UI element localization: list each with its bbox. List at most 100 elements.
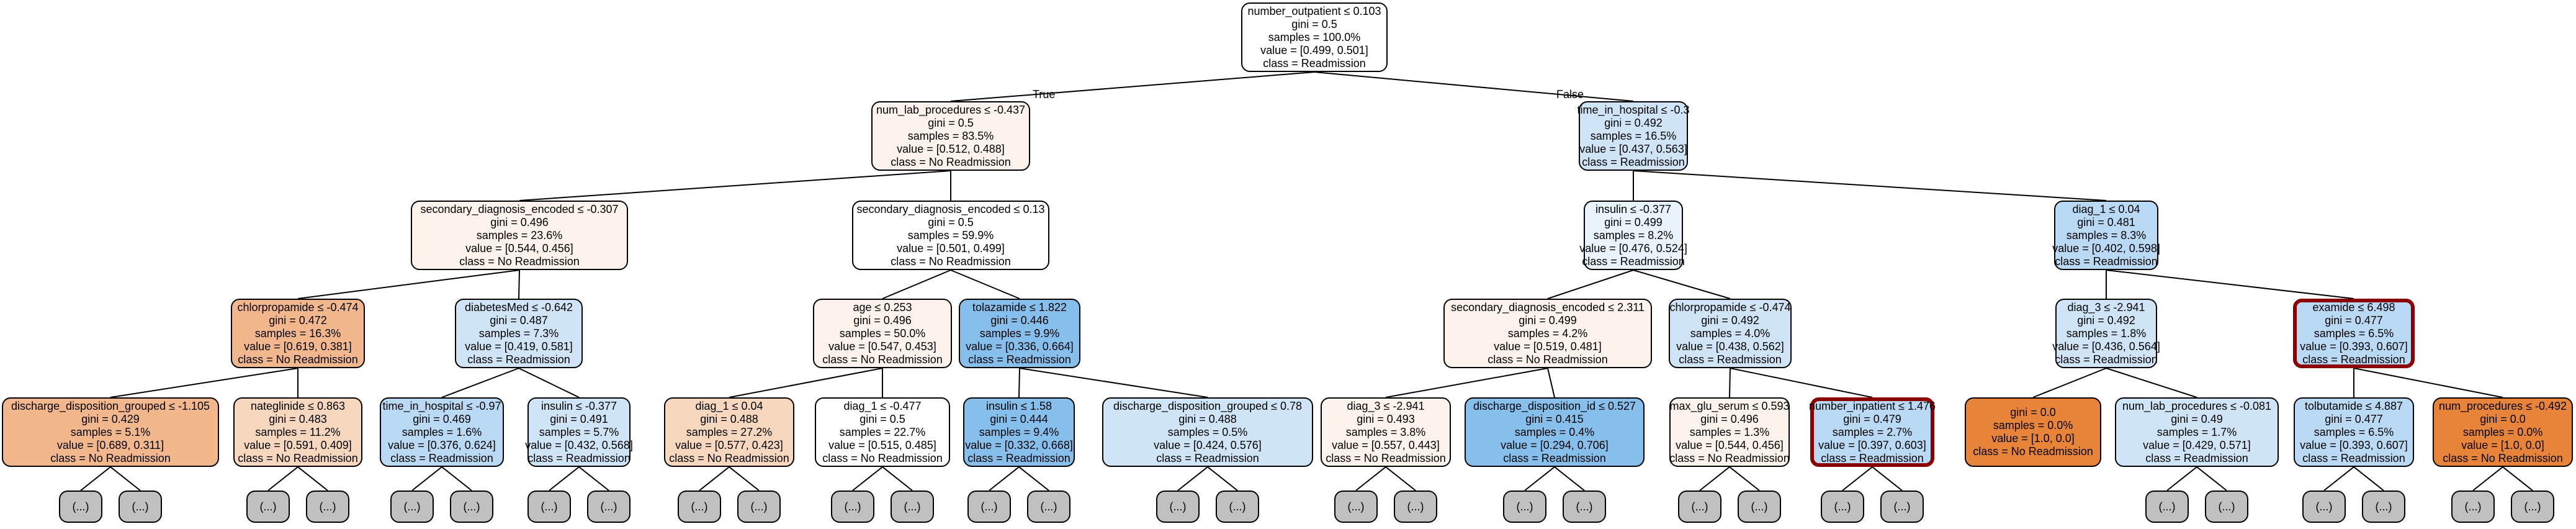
node-line: value = [0.557, 0.443] bbox=[1332, 438, 1440, 451]
node-line: gini = 0.487 bbox=[490, 314, 548, 327]
node-line: samples = 0.4% bbox=[1514, 425, 1595, 438]
node-line: samples = 27.2% bbox=[686, 425, 773, 438]
tree-edge bbox=[2032, 368, 2107, 398]
node-line: samples = 9.9% bbox=[979, 327, 1060, 340]
node-line: samples = 16.3% bbox=[254, 327, 341, 340]
node-line: gini = 0.415 bbox=[1525, 412, 1584, 425]
tree-edge bbox=[110, 368, 298, 398]
tree-edge bbox=[2106, 269, 2354, 299]
node-line: value = [0.512, 0.488] bbox=[897, 142, 1005, 155]
node-line: age ≤ 0.253 bbox=[853, 301, 912, 314]
node-line: num_lab_procedures ≤ -0.081 bbox=[2122, 399, 2272, 412]
node-line: gini = 0.496 bbox=[853, 314, 912, 327]
node-line: value = [0.591, 0.409] bbox=[244, 438, 352, 451]
node-line: time_in_hospital ≤ -0.3 bbox=[1577, 103, 1690, 116]
node-line: class = Readmission bbox=[2055, 255, 2158, 268]
node-line: gini = 0.492 bbox=[2077, 314, 2135, 327]
node-line: gini = 0.499 bbox=[1519, 314, 1577, 327]
tree-edge bbox=[1207, 466, 1238, 491]
tree-edge bbox=[1872, 466, 1903, 491]
node-line: samples = 4.0% bbox=[1690, 327, 1770, 340]
tree-edge bbox=[518, 368, 580, 398]
node-line: gini = 0.483 bbox=[269, 412, 327, 425]
node-line: class = No Readmission bbox=[238, 353, 358, 366]
node-line: gini = 0.491 bbox=[550, 412, 608, 425]
tree-edge bbox=[110, 466, 141, 491]
node-line: insulin ≤ -0.377 bbox=[541, 399, 617, 412]
node-line: class = Readmission bbox=[2302, 451, 2405, 464]
node-line: nateglinide ≤ 0.863 bbox=[251, 399, 345, 412]
truncated-subtree: (...) bbox=[450, 491, 493, 523]
node-line: value = [0.437, 0.563] bbox=[1579, 142, 1687, 155]
truncated-subtree: (...) bbox=[2511, 491, 2554, 523]
node-line: value = [0.376, 0.624] bbox=[388, 438, 496, 451]
node-line: samples = 0.5% bbox=[1167, 425, 1248, 438]
node-line: samples = 3.8% bbox=[1345, 425, 1426, 438]
tree-edge bbox=[852, 466, 883, 491]
tree-edge bbox=[1019, 368, 1208, 398]
truncated-subtree: (...) bbox=[1503, 491, 1546, 523]
edge-label-true: True bbox=[1033, 88, 1056, 101]
node-line: insulin ≤ 1.58 bbox=[986, 399, 1052, 412]
node-line: samples = 23.6% bbox=[476, 228, 563, 242]
tree-edge bbox=[1633, 269, 1731, 299]
node-line: secondary_diagnosis_encoded ≤ -0.307 bbox=[420, 202, 619, 215]
node-line: samples = 16.5% bbox=[1590, 129, 1677, 142]
node-line: value = [0.544, 0.456] bbox=[465, 242, 573, 255]
tree-edge bbox=[549, 466, 580, 491]
node-line: value = [0.436, 0.564] bbox=[2052, 340, 2160, 353]
node-line: gini = 0.496 bbox=[490, 215, 549, 228]
truncated-subtree: (...) bbox=[390, 491, 434, 523]
node-line: gini = 0.469 bbox=[413, 412, 471, 425]
tree-edge bbox=[882, 466, 913, 491]
node-line: samples = 5.7% bbox=[539, 425, 619, 438]
node-line: diag_1 ≤ -0.477 bbox=[843, 399, 922, 412]
node-line: value = [0.476, 0.524] bbox=[1579, 242, 1687, 255]
tree-edge bbox=[699, 466, 730, 491]
node-line: value = [0.501, 0.499] bbox=[897, 242, 1005, 255]
node-line: diabetesMed ≤ -0.642 bbox=[465, 301, 573, 314]
node-line: gini = 0.477 bbox=[2325, 412, 2383, 425]
node-line: samples = 11.2% bbox=[255, 425, 341, 438]
tree-edge bbox=[297, 466, 328, 491]
node-line: gini = 0.446 bbox=[990, 314, 1049, 327]
tree-edge bbox=[1842, 466, 1873, 491]
truncated-subtree: (...) bbox=[1738, 491, 1781, 523]
node-line: value = [0.544, 0.456] bbox=[1676, 438, 1784, 451]
edge-label-false: False bbox=[1556, 88, 1584, 101]
tree-edge bbox=[1547, 368, 1555, 398]
node-line: value = [0.547, 0.453] bbox=[828, 340, 936, 353]
node-line: class = Readmission bbox=[390, 451, 493, 464]
tree-edge bbox=[2166, 466, 2197, 491]
node-line: gini = 0.492 bbox=[1701, 314, 1759, 327]
tree-edge bbox=[2353, 466, 2384, 491]
truncated-subtree: (...) bbox=[1821, 491, 1864, 523]
tree-edge bbox=[882, 269, 951, 299]
node-line: class = Readmission bbox=[1263, 57, 1366, 70]
node-line: value = [0.397, 0.603] bbox=[1818, 438, 1926, 451]
node-line: gini = 0.499 bbox=[1604, 215, 1663, 228]
node-line: class = No Readmission bbox=[669, 451, 789, 464]
tree-edge bbox=[2323, 466, 2354, 491]
truncated-subtree: (...) bbox=[306, 491, 349, 523]
node-line: class = Readmission bbox=[2145, 451, 2248, 464]
node-line: class = Readmission bbox=[2055, 353, 2158, 366]
tree-edge bbox=[1633, 170, 2107, 201]
truncated-subtree: (...) bbox=[2362, 491, 2405, 523]
node-line: class = No Readmission bbox=[1973, 445, 2093, 458]
node-line: class = Readmission bbox=[1582, 155, 1685, 168]
node-line: class = No Readmission bbox=[822, 451, 943, 464]
node-line: chlorpropamide ≤ -0.474 bbox=[1669, 301, 1791, 314]
